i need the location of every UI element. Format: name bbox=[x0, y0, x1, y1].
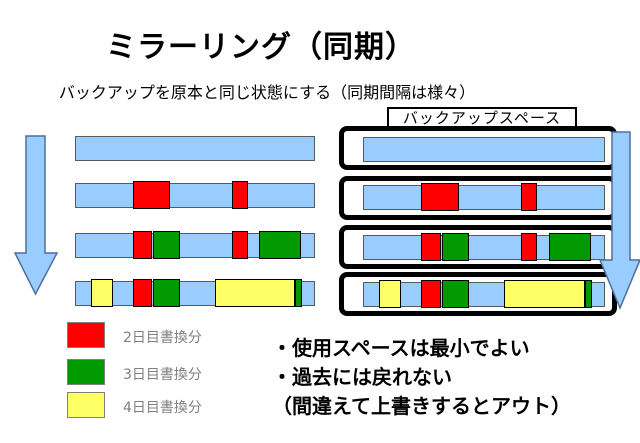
segment-red bbox=[421, 183, 459, 211]
original-bar-day4 bbox=[75, 279, 315, 307]
original-bar-day2 bbox=[75, 181, 315, 209]
segment-green bbox=[153, 231, 181, 259]
note-line: ・過去には戻れない bbox=[272, 365, 452, 389]
segment-green bbox=[442, 280, 469, 308]
backup-bar-day3 bbox=[363, 233, 605, 261]
segment-red bbox=[132, 181, 171, 209]
segment-green bbox=[585, 280, 592, 308]
segment-red bbox=[421, 280, 441, 308]
backup-bar-day2 bbox=[363, 183, 605, 211]
backup-bar-day4 bbox=[363, 280, 605, 308]
legend-label: 3日目書換分 bbox=[123, 367, 202, 383]
segment-red bbox=[520, 183, 538, 211]
segment-green bbox=[259, 231, 302, 259]
segment-yellow bbox=[379, 280, 402, 308]
segment-yellow bbox=[214, 279, 296, 307]
notes: ・使用スペースは最小でよい ・過去には戻れない （間違えて上書きするとアウト） bbox=[272, 334, 571, 421]
segment-green bbox=[295, 279, 303, 307]
segment-red bbox=[421, 233, 441, 261]
segment-red bbox=[132, 231, 153, 259]
backup-space-label: バックアップスペース bbox=[387, 107, 577, 128]
legend-label: 2日目書換分 bbox=[123, 330, 202, 346]
subtitle: バックアップを原本と同じ状態にする（同期間隔は様々） bbox=[58, 83, 476, 102]
original-bar-day1 bbox=[75, 136, 315, 161]
down-arrow-left-icon bbox=[14, 135, 58, 296]
note-line: ・使用スペースは最小でよい bbox=[272, 336, 530, 360]
segment-red bbox=[132, 279, 153, 307]
segment-green bbox=[442, 233, 469, 261]
down-arrow-right-icon bbox=[598, 131, 640, 310]
segment-green bbox=[549, 233, 592, 261]
legend-label: 4日目書換分 bbox=[123, 400, 202, 416]
original-bar-day3 bbox=[75, 231, 315, 259]
legend-swatch-red bbox=[67, 322, 105, 348]
segment-yellow bbox=[503, 280, 586, 308]
backup-bar-day1 bbox=[363, 137, 605, 162]
segment-red bbox=[520, 233, 538, 261]
segment-red bbox=[231, 231, 248, 259]
segment-green bbox=[153, 279, 181, 307]
legend-swatch-yellow bbox=[67, 392, 105, 418]
page-title: ミラーリング（同期） bbox=[106, 30, 416, 65]
segment-yellow bbox=[90, 279, 113, 307]
legend-swatch-green bbox=[67, 359, 105, 385]
segment-red bbox=[231, 181, 248, 209]
note-line: （間違えて上書きするとアウト） bbox=[272, 394, 571, 418]
